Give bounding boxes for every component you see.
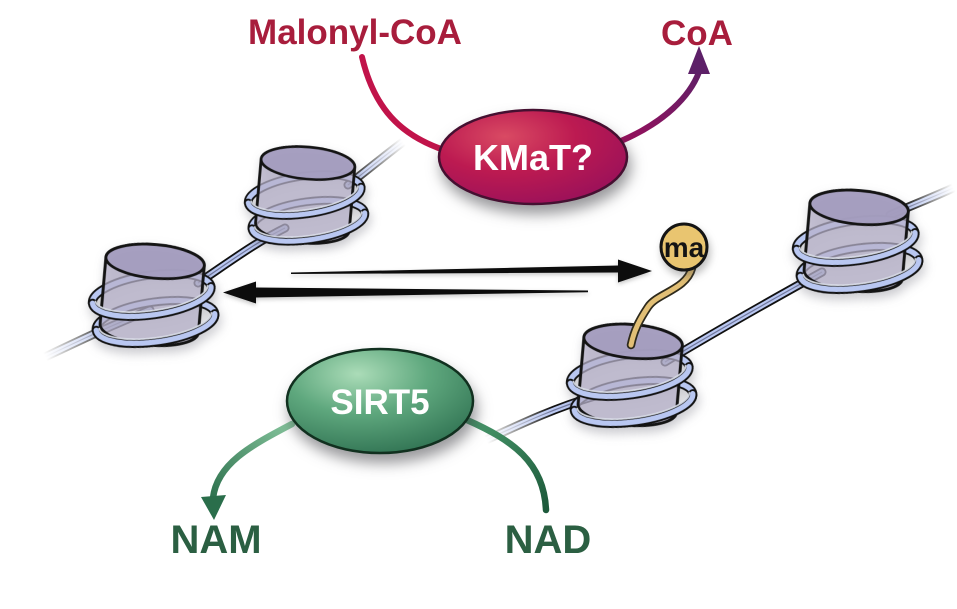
nucleosome-lower-left [84,239,225,360]
kmat-enzyme: KMaT? [437,108,629,206]
unmodified-chromatin [40,137,408,360]
sirt5-enzyme-label: SIRT5 [330,383,429,422]
forward-arrow-icon [291,259,652,283]
malonylated-chromatin: ma [481,185,957,440]
coa-label: CoA [661,14,733,53]
nad-to-sirt5-curve [463,416,550,514]
sirt5-to-nam-arrow [201,420,296,520]
sirt5-reaction: SIRT5 [201,347,550,520]
kmat-to-coa-arrow [618,46,710,144]
coa-arrowhead-icon [688,46,710,74]
nad-label: NAD [505,518,592,562]
reverse-arrow-icon [223,281,588,304]
dna-strand-right-linker [660,267,827,367]
nam-label: NAM [170,518,261,562]
malonyl-tail [626,263,697,350]
nam-arrowhead-icon [201,495,226,520]
ma-label: ma [664,232,705,263]
malonyl-coa-to-kmat-curve [359,54,447,153]
equilibrium-arrows [223,259,652,304]
ma-modification-badge: ma [659,222,709,272]
malonyl-coa-label: Malonyl-CoA [248,13,462,52]
kmat-enzyme-label: KMaT? [473,137,593,178]
sirt5-enzyme: SIRT5 [285,347,475,455]
nucleosome-upper-left [240,142,374,257]
